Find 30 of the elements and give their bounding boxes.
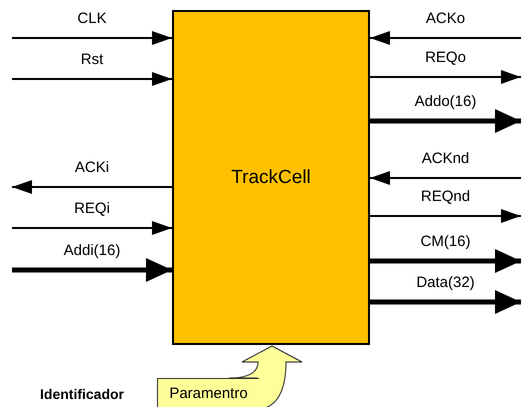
signal-label: REQo [425,49,466,66]
signal-arrow [370,209,521,223]
signal-arrow [12,72,172,86]
signal-arrow [370,171,521,185]
signal-arrow [12,258,172,282]
signal-label: Data(32) [416,274,475,291]
signal-arrow [370,109,521,133]
parameter-label: Paramentro [169,385,248,402]
note-text: Identificador [40,386,124,402]
signal-arrow [370,31,521,45]
signal-arrow [370,70,521,84]
signal-label: ACKi [74,159,110,176]
signal-label: CM(16) [420,233,470,250]
signal-label: Addo(16) [414,93,476,110]
signal-arrow [12,31,172,45]
signal-arrow [12,180,172,194]
signal-label: REQnd [420,188,470,205]
signal-label: Addi(16) [64,242,120,259]
block-arrow [228,346,302,407]
parameter-box [157,378,259,407]
module-name: TrackCell [231,166,311,188]
signal-arrow [370,290,521,314]
signal-label: REQi [74,200,110,217]
module-box [172,10,370,345]
signal-label: ACKnd [422,150,470,167]
signal-label: Rst [80,51,104,68]
signal-arrow [12,221,172,235]
signal-label: CLK [77,10,107,27]
signal-arrow [370,249,521,273]
signal-label: ACKo [426,10,466,27]
